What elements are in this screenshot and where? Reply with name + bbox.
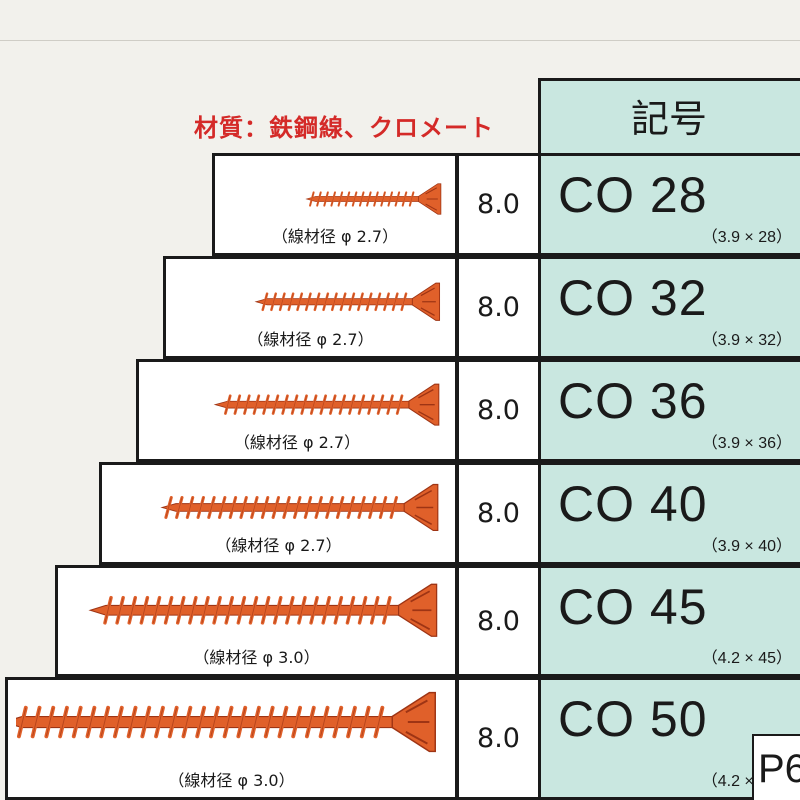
product-code: CO 45 [558,579,708,635]
wire-diameter-label: （線材径 φ 2.7） [271,227,399,246]
table-row: （線材径 φ 3.0） 8.0 CO 45 （4.2 × 45） [0,565,800,677]
material-note: 材質：鉄鋼線、クロメート [194,114,494,142]
wire-diameter-label: （線材径 φ 3.0） [168,771,295,790]
head-diameter-cell: 8.0 [457,153,538,256]
product-code-cell: CO 36 （3.9 × 36） [538,359,800,462]
screw-image-cell: （線材径 φ 3.0） [55,565,457,677]
wire-diameter-label: （線材径 φ 3.0） [193,648,320,667]
screw-illustration [147,368,447,444]
table-row: （線材径 φ 2.7） 8.0 CO 32 （3.9 × 32） [0,256,800,359]
product-code: CO 28 [558,167,708,223]
screw-illustration [110,471,447,547]
head-diameter-cell: 8.0 [457,359,538,462]
screw-illustration [223,162,447,238]
screw-image-cell: （線材径 φ 2.7） [163,256,457,359]
screw-illustration [2,686,447,762]
screw-image-cell: （線材径 φ 2.7） [136,359,457,462]
product-code-cell: CO 28 （3.9 × 28） [538,153,800,256]
product-size: （3.9 × 32） [701,332,792,349]
page-number: P6 [752,734,800,800]
product-code: CO 32 [558,270,708,326]
head-diameter-cell: 8.0 [457,462,538,565]
top-rule [0,40,800,41]
screw-illustration [174,265,447,341]
head-diameter-cell: 8.0 [457,256,538,359]
product-size: （3.9 × 40） [701,538,792,555]
wire-diameter-label: （線材径 φ 2.7） [233,433,361,452]
product-code-cell: CO 45 （4.2 × 45） [538,565,800,677]
head-diameter-cell: 8.0 [457,565,538,677]
wire-diameter-label: （線材径 φ 2.7） [215,536,342,555]
product-code: CO 40 [558,476,708,532]
product-size: （3.9 × 28） [701,229,792,246]
screw-image-cell: （線材径 φ 3.0） [2,677,457,800]
product-code-cell: CO 50（4.2 × 50） [538,677,800,800]
table-row: （線材径 φ 2.7） 8.0 CO 36 （3.9 × 36） [0,359,800,462]
product-size: （4.2 × 45） [701,650,792,667]
table-row: （線材径 φ 2.7） 8.0 CO 28 （3.9 × 28） [0,153,800,256]
code-column-header: 記号 [630,97,707,141]
product-code-cell: CO 32 （3.9 × 32） [538,256,800,359]
wire-diameter-label: （線材径 φ 2.7） [247,330,374,349]
screw-illustration [66,574,447,650]
product-size: （3.9 × 36） [701,435,792,452]
table-row: （線材径 φ 2.7） 8.0 CO 40 （3.9 × 40） [0,462,800,565]
screw-image-cell: （線材径 φ 2.7） [99,462,457,565]
product-code: CO 50 [558,691,708,747]
product-code: CO 36 [558,373,708,429]
screw-image-cell: （線材径 φ 2.7） [212,153,457,256]
head-diameter-cell: 8.0 [457,677,538,800]
product-code-cell: CO 40 （3.9 × 40） [538,462,800,565]
